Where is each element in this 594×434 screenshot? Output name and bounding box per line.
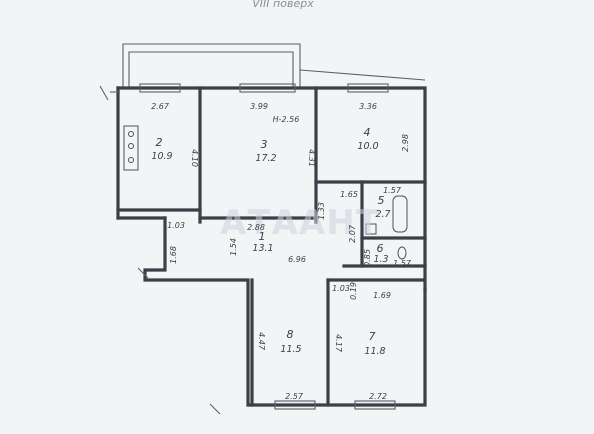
dim-height: H-2.56	[273, 115, 300, 124]
dim-1-69: 1.69	[373, 291, 391, 300]
dim-2-98: 2.98	[401, 134, 410, 152]
section-markers	[137, 267, 221, 415]
room-5-number: 5	[378, 194, 385, 207]
dim-4-10: 4.10	[190, 149, 199, 167]
room-5-area: 2.7	[375, 209, 390, 220]
dimension-labels: 2.67 3.99 H-2.56 3.36 4.10 4.31 2.98 1.6…	[151, 102, 412, 401]
room-4-area: 10.0	[357, 141, 378, 152]
bathtub-icon	[392, 195, 408, 233]
room-7-area: 11.8	[364, 346, 385, 357]
room-3-area: 17.2	[255, 153, 276, 164]
dim-6-96: 6.96	[288, 255, 306, 264]
interior-walls	[116, 86, 427, 407]
dim-4-31: 4.31	[307, 149, 316, 167]
room-8-area: 11.5	[280, 344, 301, 355]
dim-4-47: 4.47	[257, 332, 266, 351]
dim-2-88: 2.88	[247, 223, 265, 232]
stove-icon	[123, 125, 139, 171]
windows	[139, 83, 396, 410]
dim-1-54: 1.54	[229, 238, 238, 256]
room-3-number: 3	[261, 138, 268, 151]
dim-1-65: 1.65	[340, 190, 358, 199]
dim-4-17: 4.17	[334, 334, 343, 353]
dim-0-19: 0.19	[349, 282, 358, 300]
dim-2-07: 2.07	[348, 224, 357, 243]
room-1-area: 13.1	[252, 243, 273, 254]
dim-1-03: 1.03	[332, 284, 350, 293]
dim-3-99: 3.99	[250, 102, 268, 111]
room-labels: 2 10.9 3 17.2 4 10.0 5 2.7 6 1.3 1 13.1 …	[151, 126, 390, 357]
dim-1-57: 1.57	[383, 186, 402, 195]
room-7-number: 7	[369, 330, 376, 343]
floor-title: VIII поверх	[252, 0, 314, 10]
dim-2-57: 2.57	[285, 392, 304, 401]
room-1-number: 1	[259, 230, 266, 243]
room-6-number: 6	[377, 242, 384, 255]
sink-icon	[365, 223, 377, 235]
watermark: АТААНТ	[220, 203, 380, 243]
room-8-number: 8	[287, 328, 294, 341]
dim-1-03-left: 1.03	[167, 221, 185, 230]
room-2-number: 2	[156, 136, 163, 149]
dim-3-36: 3.36	[359, 102, 377, 111]
dim-2-72: 2.72	[369, 392, 387, 401]
dim-1-57-small: 1.57	[393, 259, 412, 268]
room-2-area: 10.9	[151, 151, 172, 162]
room-6-area: 1.3	[373, 254, 388, 265]
dim-1-33: 1.33	[317, 202, 326, 220]
dim-2-67: 2.67	[151, 102, 170, 111]
toilet-icon	[397, 246, 407, 260]
dim-1-68: 1.68	[169, 246, 178, 264]
dim-0-85: 0.85	[363, 249, 372, 267]
room-4-number: 4	[364, 126, 371, 139]
balcony	[122, 43, 426, 88]
